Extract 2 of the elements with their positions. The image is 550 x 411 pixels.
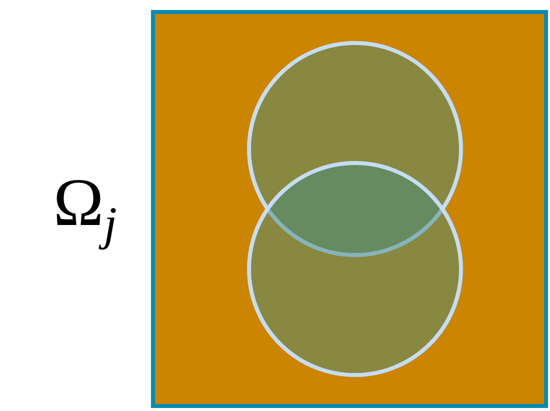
set-label: Ω$_{j}$ xyxy=(53,168,117,250)
circle xyxy=(247,161,463,377)
